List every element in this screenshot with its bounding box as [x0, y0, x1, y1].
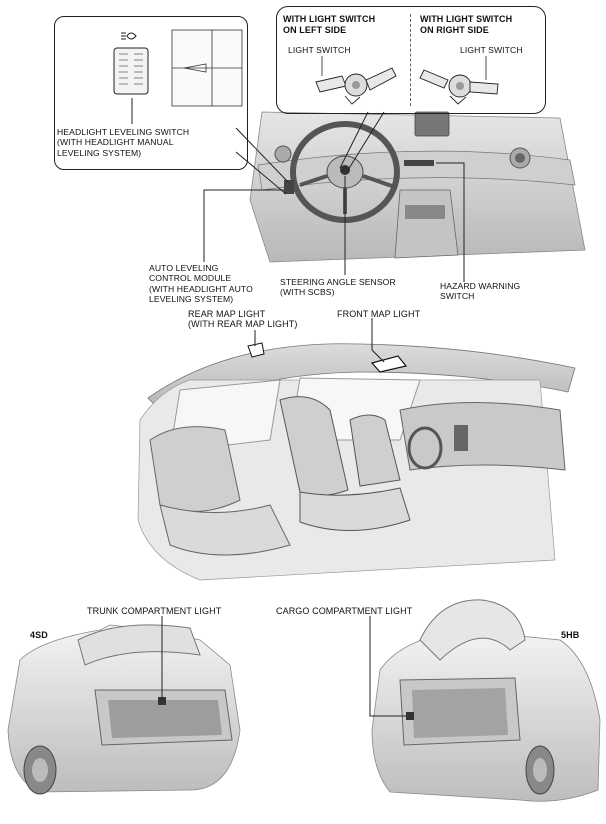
- dashboard-illustration: [249, 111, 586, 263]
- cargo-compartment-light-label: CARGO COMPARTMENT LIGHT: [276, 606, 413, 616]
- headlight-leveling-callout: [54, 16, 248, 170]
- trunk-compartment-light-label: TRUNK COMPARTMENT LIGHT: [87, 606, 222, 616]
- light-switch-left-drawing: [315, 56, 397, 105]
- light-switch-right-drawing: [419, 56, 499, 105]
- headlight-leveling-switch-drawing: [113, 29, 243, 107]
- front-map-light-label: FRONT MAP LIGHT: [337, 309, 421, 319]
- light-switch-callout: [276, 6, 546, 114]
- hazard-warning-switch-label: HAZARD WARNING SWITCH: [440, 281, 521, 302]
- steering-angle-sensor-label: STEERING ANGLE SENSOR (WITH SCBS): [280, 277, 396, 298]
- light-switch-left-heading: WITH LIGHT SWITCH ON LEFT SIDE: [283, 14, 376, 35]
- light-switch-right-heading: WITH LIGHT SWITCH ON RIGHT SIDE: [420, 14, 513, 35]
- variant-5hb-label: 5HB: [561, 630, 580, 640]
- light-switch-right-label: LIGHT SWITCH: [460, 45, 523, 55]
- callout-divider: [410, 14, 411, 106]
- interior-illustration: [137, 342, 576, 581]
- variant-4sd-label: 4SD: [30, 630, 48, 640]
- light-switch-left-label: LIGHT SWITCH: [288, 45, 351, 55]
- headlight-leveling-switch-label: HEADLIGHT LEVELING SWITCH (WITH HEADLIGH…: [57, 127, 190, 158]
- auto-leveling-module-label: AUTO LEVELING CONTROL MODULE (WITH HEADL…: [149, 263, 253, 305]
- hatchback-5hb-illustration: [371, 599, 601, 802]
- sedan-4sd-illustration: [7, 624, 241, 795]
- rear-map-light-label: REAR MAP LIGHT (WITH REAR MAP LIGHT): [188, 309, 298, 330]
- leader-lines: [131, 98, 465, 717]
